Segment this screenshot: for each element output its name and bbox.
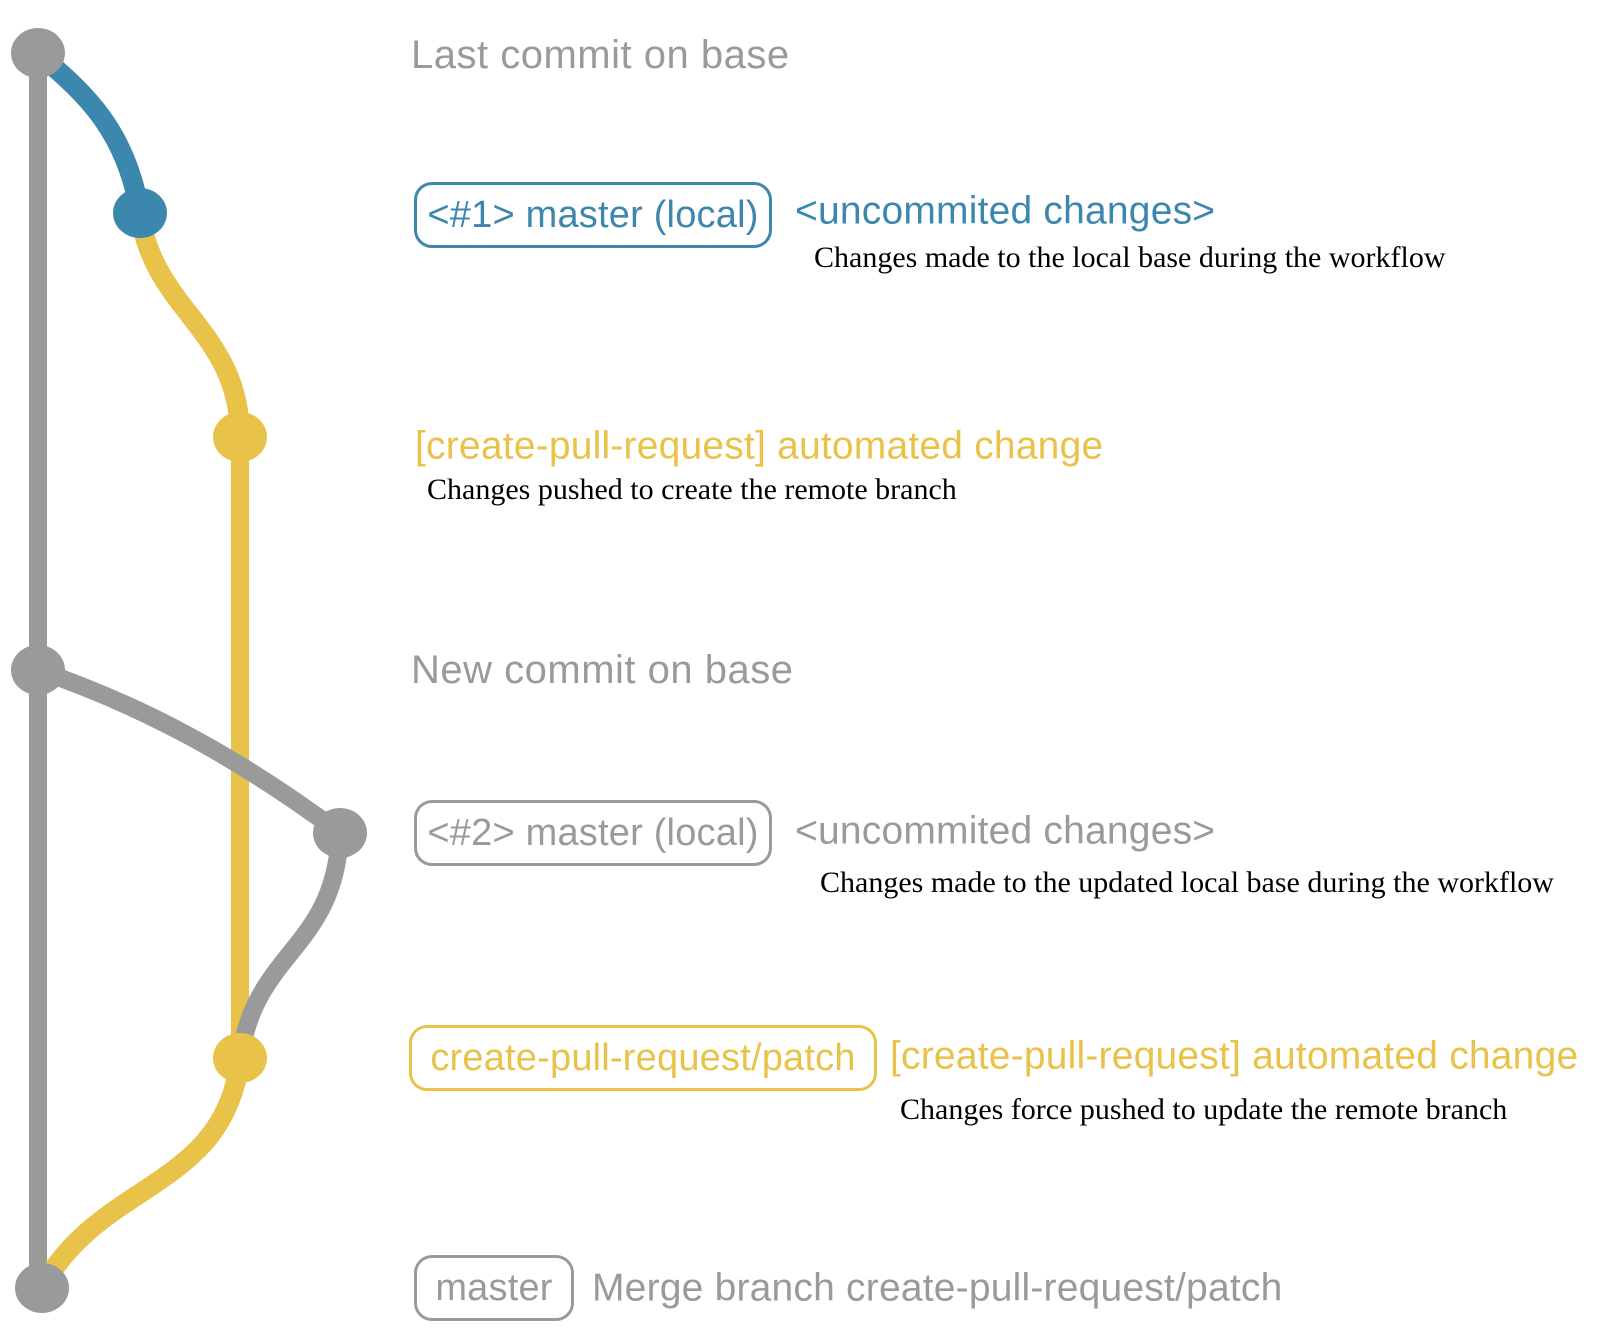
- patch-commit-2-note: [create-pull-request] automated change: [890, 1034, 1579, 1078]
- merge-commit-note: Merge branch create-pull-request/patch: [592, 1266, 1283, 1310]
- patch-commit-2-description: Changes force pushed to update the remot…: [900, 1093, 1508, 1126]
- commit-node-patch-2: [213, 1033, 267, 1083]
- local-master-1-description: Changes made to the local base during th…: [814, 241, 1446, 274]
- commit-node-local-master-1: [113, 188, 167, 238]
- commit-node-patch-1: [213, 412, 267, 462]
- local-master-2-badge: <#2> master (local): [414, 800, 772, 866]
- commit-node-new-base: [11, 645, 65, 695]
- patch-commit-1-description: Changes pushed to create the remote bran…: [427, 473, 957, 506]
- local-master-2-note: <uncommited changes>: [795, 809, 1216, 853]
- patch-commit-1-note: [create-pull-request] automated change: [415, 424, 1104, 468]
- rebase-branch-curve: [35, 661, 346, 841]
- patch-branch-badge: create-pull-request/patch: [409, 1025, 877, 1091]
- new-commit-heading: New commit on base: [411, 648, 794, 692]
- local-master-1-badge: <#1> master (local): [414, 182, 772, 248]
- commit-node-last-base: [11, 28, 65, 78]
- commit-node-local-master-2: [313, 808, 367, 858]
- force-push-curve: [231, 832, 349, 1060]
- last-commit-heading: Last commit on base: [411, 33, 790, 77]
- local-changes-branch-curve: [31, 45, 150, 215]
- master-badge: master: [414, 1255, 574, 1321]
- git-branch-graph: [11, 28, 367, 1313]
- local-master-2-description: Changes made to the updated local base d…: [820, 866, 1554, 899]
- commit-node-merge: [15, 1263, 69, 1313]
- merge-curve: [33, 1056, 250, 1293]
- local-master-1-note: <uncommited changes>: [795, 189, 1216, 233]
- patch-branch-create-curve: [130, 211, 250, 438]
